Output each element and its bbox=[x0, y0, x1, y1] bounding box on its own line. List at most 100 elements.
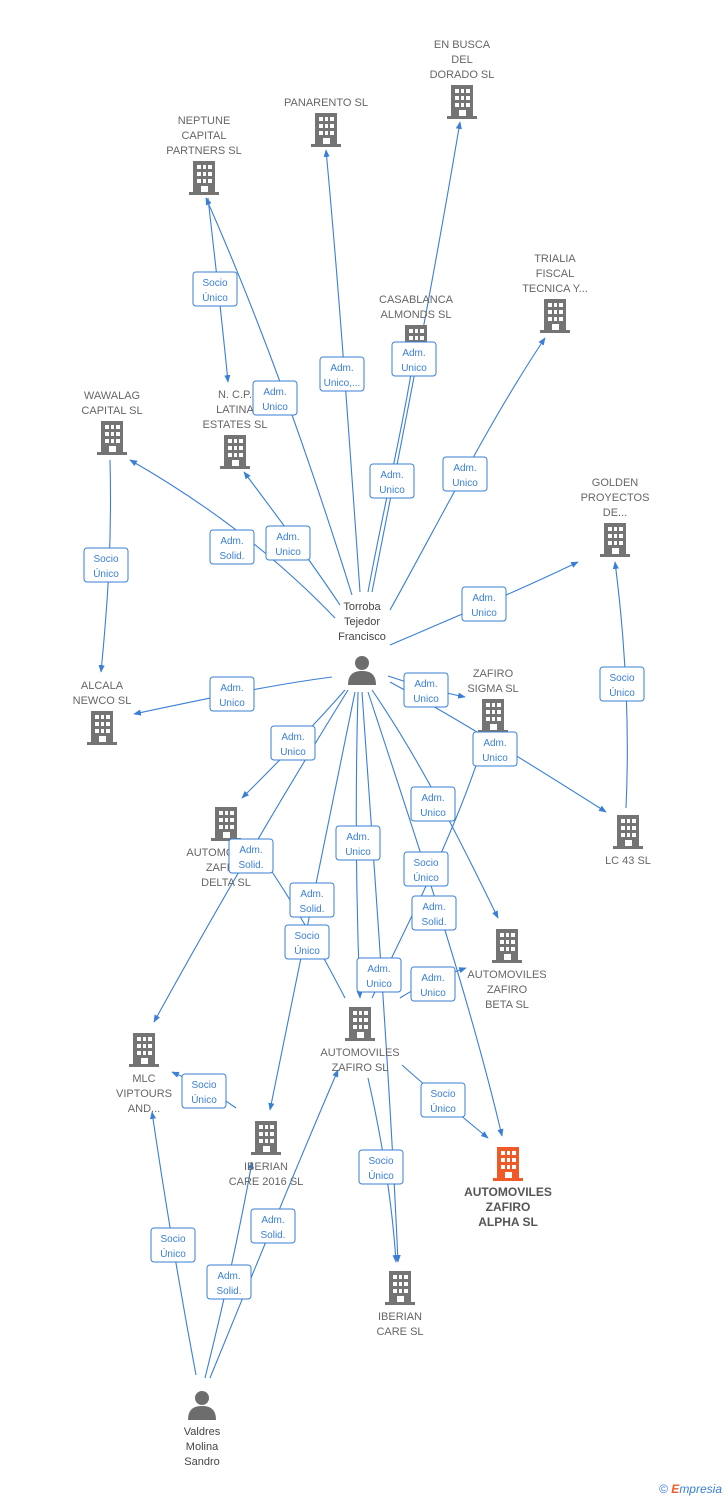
company-node-mlc[interactable]: MLCVIPTOURSAND... bbox=[116, 1033, 172, 1115]
relation-label-box bbox=[410, 966, 456, 1002]
company-name-line: SIGMA SL bbox=[467, 683, 518, 695]
relation-label-r21[interactable]: Adm.Solid. bbox=[411, 895, 457, 931]
relation-label-r2[interactable]: Adm.Unico,... bbox=[319, 356, 365, 392]
company-node-golden[interactable]: GOLDENPROYECTOSDE... bbox=[581, 477, 650, 557]
relation-label-r9[interactable]: Adm.Unico bbox=[461, 586, 507, 622]
company-node-zafiro[interactable]: AUTOMOVILES ZAFIRO SL bbox=[320, 1007, 400, 1074]
relation-label-r8[interactable]: Adm.Solid. bbox=[209, 529, 255, 565]
relation-label-r14[interactable]: Adm. Unico bbox=[472, 731, 518, 767]
company-node-iberian[interactable]: IBERIAN CARE SL bbox=[376, 1271, 424, 1338]
relation-label-text: Adm. bbox=[367, 964, 390, 975]
company-name-line: CARE 2016 SL bbox=[229, 1176, 304, 1188]
relation-label-r16[interactable]: Adm.Unico bbox=[410, 786, 456, 822]
relation-label-text: Adm. bbox=[263, 387, 286, 398]
relation-label-text: Solid. bbox=[219, 551, 244, 562]
relation-label-r15[interactable]: Adm.Unico bbox=[270, 725, 316, 761]
company-name-line: ZAFIRO SL bbox=[332, 1062, 389, 1074]
company-name-line: ALMONDS SL bbox=[381, 309, 452, 321]
relation-label-text: Adm. bbox=[402, 348, 425, 359]
relation-label-text: Socio bbox=[294, 931, 319, 942]
relation-label-text: Adm. bbox=[239, 845, 262, 856]
relation-label-box bbox=[250, 1208, 296, 1244]
company-name-line: AUTOMOVILES bbox=[320, 1047, 399, 1059]
relation-label-box bbox=[369, 463, 415, 499]
company-name-line: CARE SL bbox=[376, 1326, 423, 1338]
relation-label-r13[interactable]: Adm.Unico bbox=[403, 672, 449, 708]
person-nodes: TorrobaTejedorFranciscoValdresMolinaSand… bbox=[184, 601, 386, 1468]
company-name-line: PANARENTO SL bbox=[284, 97, 368, 109]
relation-label-r24[interactable]: Adm.Unico bbox=[410, 966, 456, 1002]
relation-label-text: Adm. bbox=[276, 532, 299, 543]
relation-label-box bbox=[410, 786, 456, 822]
relation-label-r30[interactable]: Adm.Solid. bbox=[206, 1264, 252, 1300]
company-name-line: GOLDEN bbox=[592, 477, 639, 489]
brand-logo-text: mpresia bbox=[679, 1482, 722, 1496]
relation-label-text: Adm. bbox=[346, 832, 369, 843]
relation-label-box bbox=[403, 672, 449, 708]
relation-label-text: Unico bbox=[401, 363, 427, 374]
company-name-line: WAWALAG bbox=[84, 390, 140, 402]
company-name-line: PROYECTOS bbox=[581, 492, 650, 504]
relation-label-box bbox=[209, 676, 255, 712]
relation-label-r3[interactable]: Adm.Unico bbox=[252, 380, 298, 416]
company-name-line: VIPTOURS bbox=[116, 1088, 172, 1100]
relation-label-r7[interactable]: Adm.Unico bbox=[265, 525, 311, 561]
relation-label-box bbox=[335, 825, 381, 861]
relation-label-text: Único bbox=[191, 1093, 217, 1106]
company-name-line: NEPTUNE bbox=[178, 115, 231, 127]
relation-label-box bbox=[391, 341, 437, 377]
relation-label-r18[interactable]: Adm.Solid. bbox=[228, 838, 274, 874]
building-icon bbox=[211, 807, 241, 841]
relation-label-box bbox=[150, 1227, 196, 1263]
relation-label-r29[interactable]: Adm.Solid. bbox=[250, 1208, 296, 1244]
company-node-lc43[interactable]: LC 43 SL bbox=[605, 815, 651, 867]
relation-label-text: Adm. bbox=[483, 738, 506, 749]
company-name-line: BETA SL bbox=[485, 999, 529, 1011]
relation-label-text: Unico bbox=[482, 753, 508, 764]
relation-label-text: Socio bbox=[413, 858, 438, 869]
relation-label-box bbox=[181, 1073, 227, 1109]
relation-label-r6[interactable]: Adm.Unico bbox=[442, 456, 488, 492]
relation-label-r19[interactable]: Adm.Solid. bbox=[289, 882, 335, 918]
relation-label-r11[interactable]: Adm.Unico bbox=[209, 676, 255, 712]
company-name-line: ZAFIRO bbox=[473, 668, 514, 680]
building-icon bbox=[251, 1121, 281, 1155]
company-node-panarento[interactable]: PANARENTO SL bbox=[284, 97, 368, 147]
company-name-line: DEL bbox=[451, 54, 472, 66]
company-name-line: TRIALIA bbox=[534, 253, 576, 265]
building-icon bbox=[385, 1271, 415, 1305]
company-name-line: IBERIAN bbox=[378, 1311, 422, 1323]
relation-label-r1[interactable]: Adm. Unico bbox=[391, 341, 437, 377]
relation-label-r17[interactable]: Adm.Unico bbox=[335, 825, 381, 861]
relation-label-text: Solid. bbox=[299, 904, 324, 915]
relation-label-box bbox=[209, 529, 255, 565]
relation-label-r22[interactable]: Adm.Unico bbox=[356, 957, 402, 993]
person-name-line: Tejedor bbox=[344, 616, 380, 628]
company-node-zafiro-sigma[interactable]: ZAFIRO SIGMA SL bbox=[467, 668, 519, 733]
copyright-symbol: © bbox=[659, 1482, 668, 1496]
company-name-line: ZAFIRO bbox=[486, 1200, 531, 1214]
relation-label-r5[interactable]: Adm.Unico bbox=[369, 463, 415, 499]
relation-label-text: Único bbox=[430, 1102, 456, 1115]
